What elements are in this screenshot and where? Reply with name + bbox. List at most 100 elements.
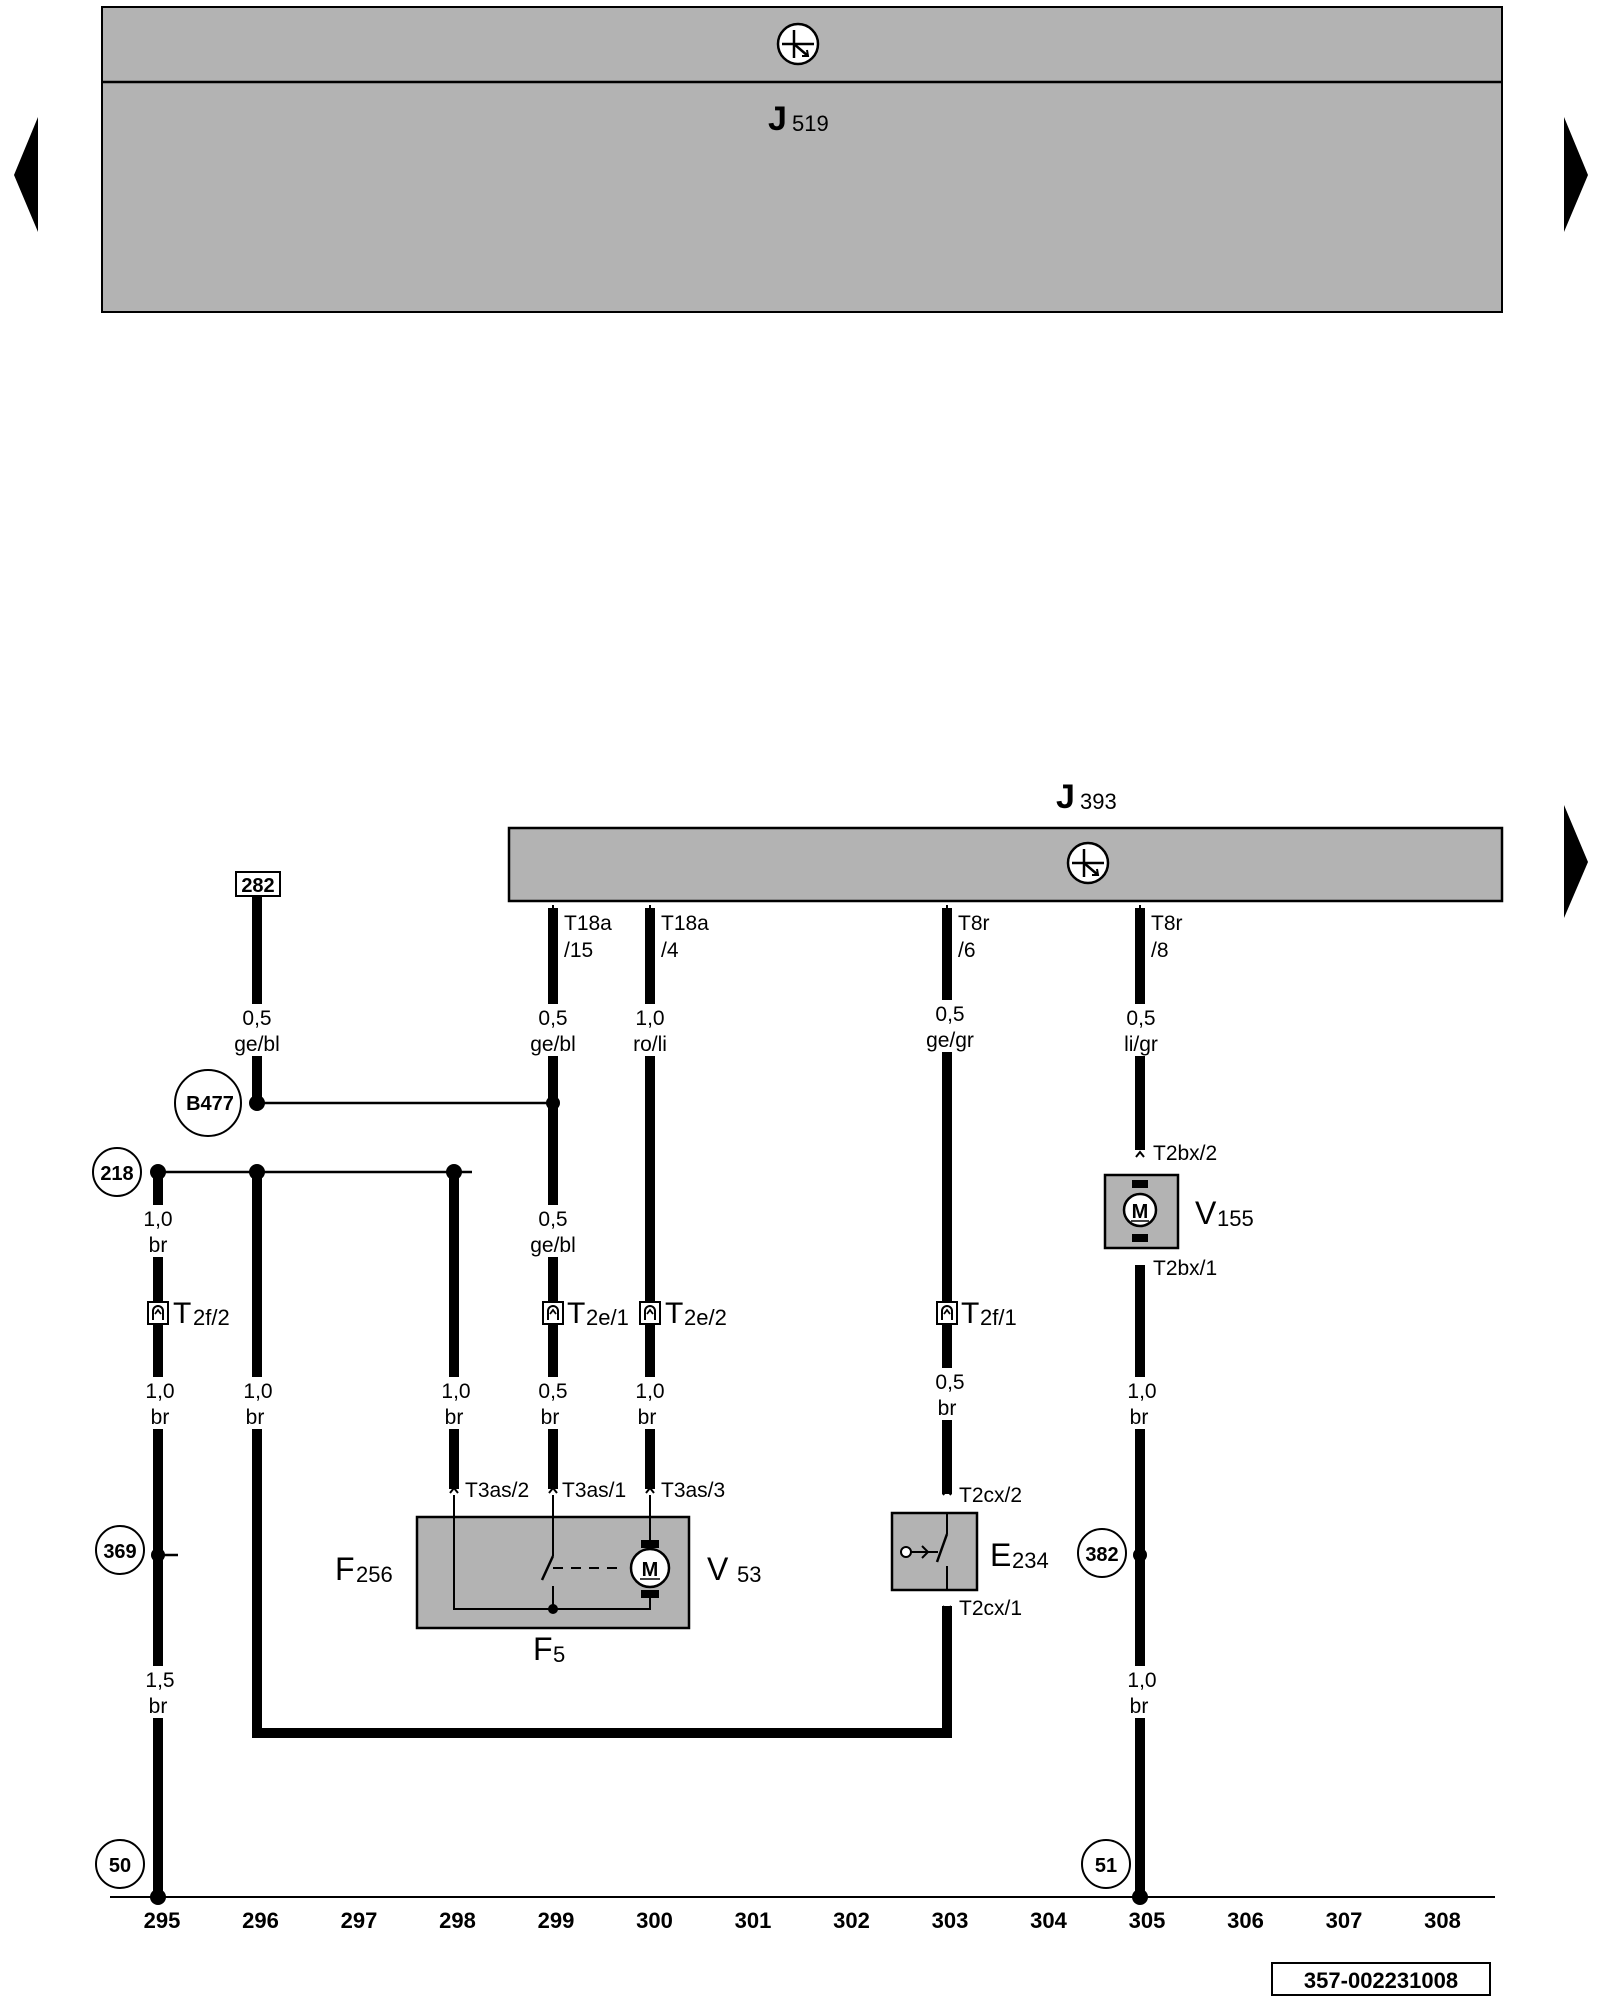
module-j519: J 519 (101, 6, 1503, 313)
svg-text:1,0: 1,0 (635, 1380, 664, 1403)
svg-text:ge/bl: ge/bl (234, 1033, 280, 1056)
j519-letter: J (768, 100, 787, 138)
svg-text:369: 369 (103, 1541, 136, 1563)
connector-t2bx1: T2bx/1 (1153, 1257, 1217, 1280)
ref-50[interactable]: 50 (95, 1839, 145, 1889)
axis-label: 297 (341, 1908, 378, 1933)
j519-sub: 519 (792, 111, 829, 136)
svg-text:ge/bl: ge/bl (530, 1234, 576, 1257)
svg-text:1,0: 1,0 (441, 1380, 470, 1403)
axis-label: 304 (1030, 1908, 1067, 1933)
connector-t2bx2: T2bx/2 (1153, 1142, 1217, 1165)
svg-text:li/gr: li/gr (1124, 1033, 1158, 1056)
svg-text:br: br (151, 1406, 170, 1429)
axis-label: 296 (242, 1908, 279, 1933)
ref-282[interactable]: 282 (235, 871, 281, 897)
svg-text:51: 51 (1095, 1855, 1117, 1877)
connector-t3as2: T3as/2 (465, 1479, 529, 1502)
switch-e234[interactable]: E 234 (890, 1511, 1049, 1592)
svg-text:ge/gr: ge/gr (926, 1029, 974, 1052)
svg-text:53: 53 (737, 1562, 761, 1587)
svg-text:T8r: T8r (958, 912, 990, 935)
svg-text:1,0: 1,0 (243, 1380, 272, 1403)
axis-label: 301 (735, 1908, 772, 1933)
svg-text:0,5: 0,5 (242, 1007, 271, 1030)
svg-text:F: F (533, 1631, 553, 1667)
wire-296 (252, 1172, 952, 1738)
ref-218[interactable]: 218 (92, 1147, 142, 1197)
axis-label: 295 (144, 1908, 181, 1933)
svg-text:br: br (638, 1406, 657, 1429)
motor-symbol: M (642, 1559, 659, 1581)
connector-labels-j393: T18a /15 T18a /4 T8r /6 T8r /8 (564, 912, 1183, 962)
ref-369[interactable]: 369 (95, 1525, 145, 1575)
j393-letter: J (1056, 778, 1075, 816)
connector-pins-top (548, 905, 1145, 926)
svg-text:0,5: 0,5 (538, 1380, 567, 1403)
svg-text:T: T (665, 1297, 683, 1330)
svg-text:0,5: 0,5 (935, 1003, 964, 1026)
ref-b477[interactable]: B477 (174, 1069, 242, 1137)
svg-text:br: br (246, 1406, 265, 1429)
axis-label: 302 (833, 1908, 870, 1933)
svg-text:282: 282 (241, 875, 274, 897)
svg-text:br: br (149, 1234, 168, 1257)
connector-t2f2: T 2f/2 (147, 1297, 230, 1330)
assembly-f256-v53[interactable]: M (415, 1495, 691, 1630)
svg-text:1,5: 1,5 (145, 1669, 174, 1692)
svg-text:/4: /4 (661, 939, 679, 962)
motor-symbol: M (1132, 1201, 1149, 1223)
svg-text:/6: /6 (958, 939, 976, 962)
svg-text:br: br (1130, 1406, 1149, 1429)
connector-t2e1: T 2e/1 (542, 1297, 629, 1330)
continue-arrow-icon[interactable] (1564, 805, 1588, 918)
svg-text:ge/bl: ge/bl (530, 1033, 576, 1056)
svg-text:1,0: 1,0 (635, 1007, 664, 1030)
ref-382[interactable]: 382 (1077, 1528, 1127, 1578)
axis-label: 300 (636, 1908, 673, 1933)
svg-text:2f/2: 2f/2 (193, 1305, 230, 1330)
svg-text:1,0: 1,0 (1127, 1380, 1156, 1403)
svg-text:V: V (1195, 1195, 1217, 1231)
svg-text:T: T (173, 1297, 191, 1330)
svg-text:50: 50 (109, 1855, 131, 1877)
connector-t3as3: T3as/3 (661, 1479, 725, 1502)
svg-text:1,0: 1,0 (1127, 1669, 1156, 1692)
document-id: 357-002231008 (1271, 1962, 1491, 1996)
svg-text:0,5: 0,5 (538, 1208, 567, 1231)
control-unit-icon (776, 22, 820, 66)
svg-text:br: br (149, 1695, 168, 1718)
svg-text:E: E (990, 1537, 1011, 1573)
svg-text:2e/2: 2e/2 (684, 1305, 727, 1330)
svg-text:F: F (335, 1551, 355, 1587)
connector-t2f1: T 2f/1 (936, 1297, 1017, 1330)
svg-text:T8r: T8r (1151, 912, 1183, 935)
svg-text:0,5: 0,5 (935, 1371, 964, 1394)
svg-text:382: 382 (1085, 1544, 1118, 1566)
svg-text:T18a: T18a (564, 912, 612, 935)
svg-text:br: br (541, 1406, 560, 1429)
svg-text:/8: /8 (1151, 939, 1169, 962)
junction-dots (150, 1095, 1148, 1905)
connector-t2cx1: T2cx/1 (959, 1597, 1022, 1620)
label-f5: F 5 (533, 1631, 565, 1667)
svg-text:V: V (707, 1551, 729, 1587)
svg-text:234: 234 (1012, 1548, 1049, 1573)
j393-sub: 393 (1080, 789, 1117, 814)
svg-text:256: 256 (356, 1562, 393, 1587)
svg-text:2e/1: 2e/1 (586, 1305, 629, 1330)
axis-label: 298 (439, 1908, 476, 1933)
module-j393: J 393 (507, 778, 1504, 903)
svg-text:155: 155 (1217, 1206, 1254, 1231)
motor-v155[interactable]: M V 155 (1103, 1173, 1254, 1250)
ref-51[interactable]: 51 (1081, 1839, 1131, 1889)
wire-labels: 0,5 ge/bl 0,5 ge/bl 1,0 ro/li 0,5 ge/gr … (134, 1000, 1172, 1718)
axis-label: 299 (538, 1908, 575, 1933)
svg-text:T18a: T18a (661, 912, 709, 935)
svg-text:/15: /15 (564, 939, 593, 962)
previous-page-arrow-icon[interactable] (14, 117, 38, 232)
next-page-arrow-icon[interactable] (1564, 117, 1588, 232)
svg-text:T: T (567, 1297, 585, 1330)
